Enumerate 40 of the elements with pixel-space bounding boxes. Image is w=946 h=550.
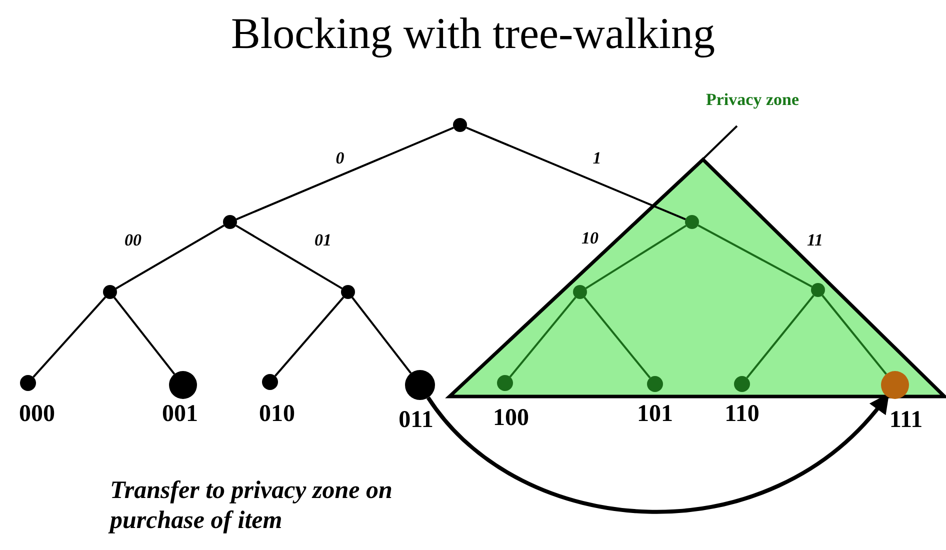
edge-label: 00 — [124, 232, 142, 248]
leaf-label: 101 — [637, 402, 673, 426]
tree-branch — [746, 294, 814, 378]
tree-branch — [116, 224, 224, 290]
tree-branch — [585, 224, 687, 290]
leaf-label: 011 — [398, 408, 434, 432]
tree-node — [341, 285, 355, 299]
tree-node — [405, 370, 435, 400]
tree-node — [20, 375, 36, 391]
leaf-label: 010 — [259, 402, 295, 426]
tree-node — [223, 215, 237, 229]
tree-branch — [466, 126, 686, 220]
tree-branch — [114, 296, 176, 375]
leaf-label: 111 — [889, 408, 923, 432]
note-text: Transfer to privacy zone on purchase of item — [110, 476, 394, 536]
edge-label: 11 — [806, 232, 824, 248]
tree-node — [262, 374, 278, 390]
tree-branch — [236, 224, 342, 290]
tree-branch — [274, 296, 344, 377]
edge-label: 10 — [582, 230, 598, 246]
leaf-label: 000 — [19, 402, 55, 426]
tree-node — [103, 285, 117, 299]
tree-branch — [32, 296, 106, 378]
leader-line — [702, 125, 738, 160]
tree-branch — [584, 296, 651, 378]
zone-label: Privacy zone — [706, 90, 799, 110]
tree-branch — [822, 294, 887, 375]
edge-label: 0 — [336, 150, 344, 166]
leaf-label: 110 — [724, 402, 760, 426]
tree-branch — [509, 296, 576, 378]
tree-branch — [236, 126, 454, 220]
tree-node — [453, 118, 467, 132]
tree-branch — [352, 296, 412, 374]
tree-branch — [698, 224, 812, 288]
edge-label: 1 — [592, 150, 602, 166]
edge-label: 01 — [314, 232, 332, 248]
title: Blocking with tree-walking — [230, 8, 716, 60]
leaf-label: 001 — [162, 402, 198, 426]
tree-node — [169, 371, 197, 399]
leaf-label: 100 — [493, 406, 529, 430]
